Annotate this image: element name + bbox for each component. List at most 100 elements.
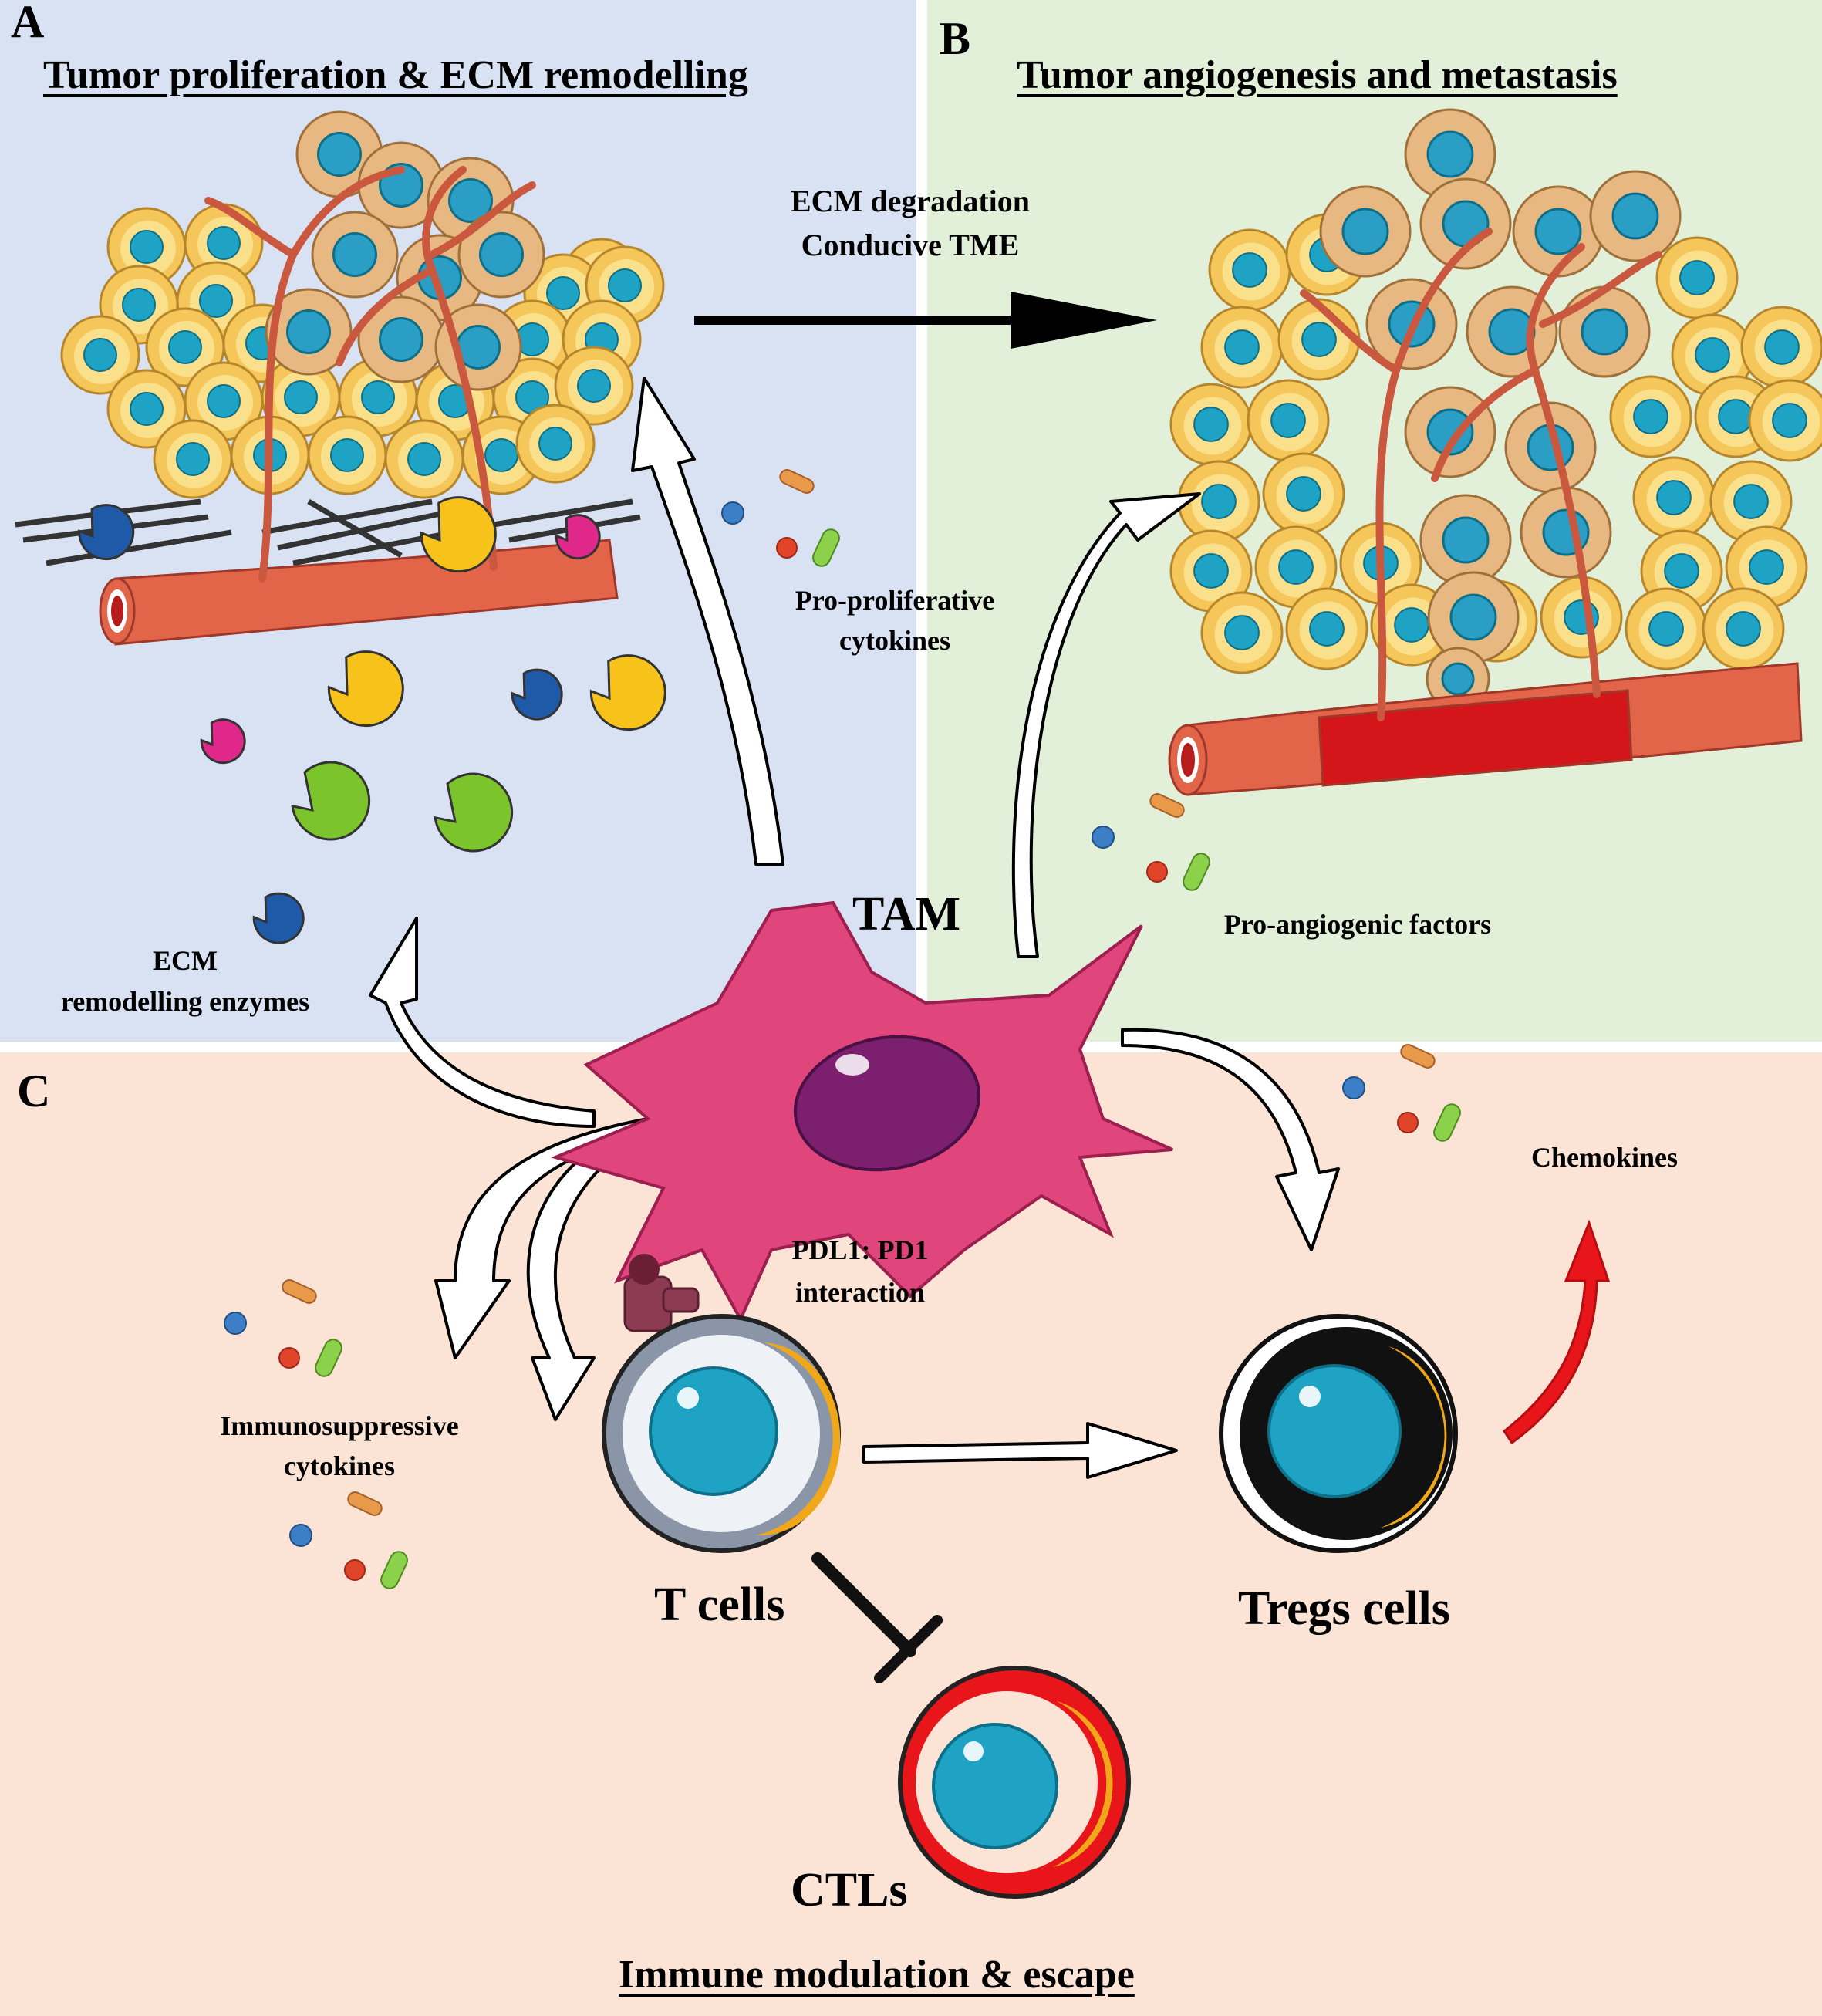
tumor-cell	[1200, 306, 1284, 389]
tumor-cells-a	[60, 110, 665, 499]
invasive-cell	[311, 211, 399, 299]
ctls-label: CTLs	[791, 1864, 908, 1916]
tumor-mass-b	[1168, 108, 1822, 796]
tumor-cell	[261, 357, 341, 437]
blood-vessel-b	[1168, 662, 1803, 796]
invasive-cell	[457, 211, 545, 299]
t-cell	[602, 1314, 841, 1553]
tumor-cell	[1177, 460, 1260, 543]
panel-c-title: Immune modulation & escape	[619, 1953, 1135, 1997]
tumor-cell	[384, 419, 464, 499]
ecm-enzymes-label-1: ECM	[153, 945, 218, 976]
tam-label: TAM	[852, 888, 961, 940]
immunosuppressive-label-1: Immunosuppressive	[220, 1410, 459, 1441]
invasive-cell	[1419, 177, 1512, 270]
tumor-mass-a	[15, 110, 665, 646]
invasive-cell	[265, 288, 353, 376]
panel-a-title: Tumor proliferation & ECM remodelling	[43, 53, 748, 97]
tumor-cell	[1262, 452, 1345, 535]
ecm-degradation-label: ECM degradation	[791, 184, 1030, 218]
tumor-cell	[1740, 306, 1822, 389]
tumor-cell	[106, 369, 187, 449]
enzyme	[200, 718, 246, 765]
pro-angiogenic-label: Pro-angiogenic factors	[1223, 909, 1492, 940]
tumor-cell	[1709, 460, 1793, 543]
inhibition-bar	[811, 1552, 943, 1683]
chemokines-label: Chemokines	[1530, 1142, 1679, 1173]
invasive-cell	[1419, 494, 1512, 586]
tumor-cell	[184, 361, 264, 441]
immunosuppressive-label-2: cytokines	[284, 1450, 395, 1481]
red-arrow-chemokines	[1502, 1219, 1611, 1445]
tumor-cell	[1277, 298, 1361, 381]
tumor-cell	[153, 419, 233, 499]
invasive-cell	[434, 303, 522, 391]
vessel-branches-b	[1300, 228, 1662, 721]
invasive-cell	[1404, 386, 1496, 478]
tumor-cell	[1285, 587, 1368, 670]
invasive-cell	[1466, 285, 1558, 378]
hollow-arrows	[369, 377, 1340, 1479]
tumor-cells-b	[1169, 108, 1822, 767]
enzyme	[511, 668, 563, 721]
conducive-tme-label: Conducive TME	[801, 228, 1020, 262]
cytokine-cluster	[1342, 1044, 1461, 1142]
pdl1-receptor	[623, 1254, 700, 1332]
vessel-branches-a	[204, 166, 536, 583]
panel-b-title: Tumor angiogenesis and metastasis	[1017, 53, 1618, 97]
enzyme	[555, 514, 601, 560]
invasive-cell	[1504, 401, 1597, 494]
invasive-cell	[1558, 285, 1651, 378]
tumor-cell	[554, 346, 634, 426]
tumor-cell	[1655, 236, 1739, 319]
tumor-cell	[1725, 525, 1808, 609]
cytokine-cluster	[224, 1279, 342, 1377]
pdl1-label-1: PDL1: PD1	[791, 1234, 929, 1265]
pro-proliferative-label-1: Pro-proliferative	[795, 585, 995, 616]
cytokine-cluster	[289, 1491, 408, 1589]
tregs-cells-label: Tregs cells	[1238, 1582, 1450, 1635]
invasive-cell	[1512, 185, 1604, 278]
tumor-cell	[1169, 383, 1253, 466]
tumor-cell	[1748, 379, 1822, 462]
cytokine-cluster	[1092, 793, 1210, 891]
invasive-cell	[1427, 571, 1520, 664]
enzyme	[434, 772, 514, 853]
invasive-cell	[1589, 170, 1682, 262]
enzyme	[252, 892, 305, 944]
tumor-cell	[1632, 456, 1716, 539]
tumor-cell	[1625, 587, 1708, 670]
pro-proliferative-label-2: cytokines	[839, 625, 950, 656]
pdl1-label-2: interaction	[795, 1277, 925, 1308]
ctl-cell	[898, 1666, 1131, 1899]
tumor-cell	[1671, 313, 1754, 397]
tumor-cell	[1200, 591, 1284, 674]
enzyme	[78, 504, 135, 561]
tumor-cell	[1247, 379, 1330, 462]
tam-cell	[550, 900, 1173, 1323]
panel-b-letter: B	[940, 13, 971, 64]
tumor-cell	[1208, 228, 1291, 312]
ecm-enzymes-a	[78, 496, 666, 944]
tumor-cell	[106, 207, 187, 287]
cytokines	[224, 469, 1461, 1589]
panel-a-letter: A	[11, 0, 45, 47]
invasive-cell	[1319, 185, 1412, 278]
tumor-cell	[515, 404, 596, 484]
enzyme	[420, 496, 497, 573]
tumor-cell	[1609, 375, 1692, 458]
tumor-cell	[307, 415, 387, 495]
enzyme	[327, 650, 404, 728]
invasive-cell	[1404, 108, 1496, 201]
enzyme	[291, 761, 371, 841]
treg-cell	[1219, 1314, 1458, 1553]
tumor-cell	[60, 315, 140, 395]
arrow-a-to-b	[694, 292, 1157, 349]
enzyme	[589, 654, 666, 731]
invasive-cell	[1520, 486, 1612, 579]
tumor-cell	[1702, 587, 1785, 670]
ecm-enzymes-label-2: remodelling enzymes	[60, 986, 310, 1017]
tumor-cell	[1254, 525, 1338, 609]
